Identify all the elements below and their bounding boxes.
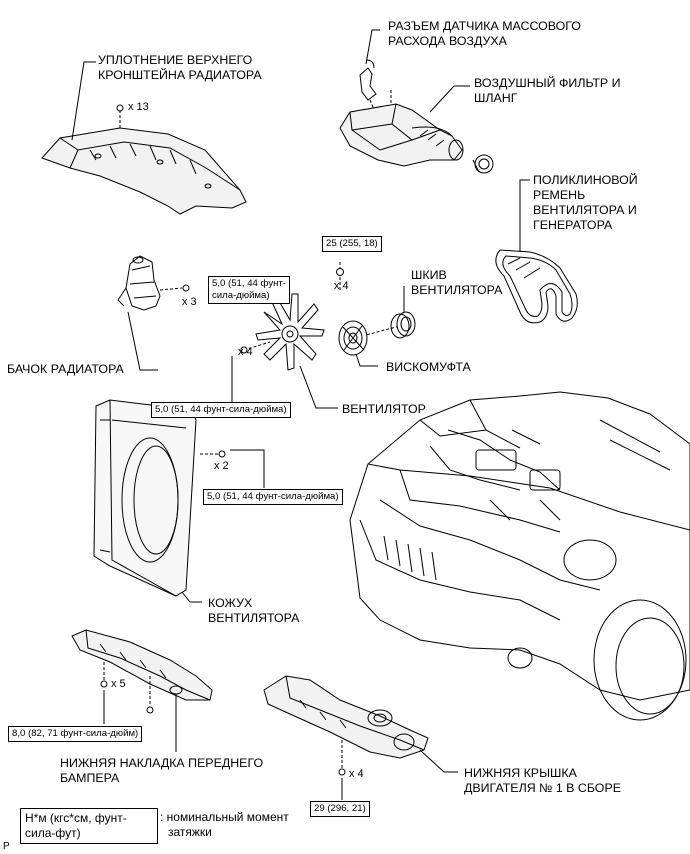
leader-air-filter	[429, 85, 470, 113]
label-line: ПОЛИКЛИНОВОЙ	[533, 173, 638, 187]
label-fluid-coupling: ВИСКОМУФТА	[386, 360, 471, 375]
label-fan-shroud: КОЖУХ ВЕНТИЛЯТОРА	[208, 596, 299, 626]
fan-pulley-part	[390, 311, 416, 339]
fan-shroud-part	[93, 399, 197, 597]
label-line: ВИСКОМУФТА	[386, 360, 471, 374]
legend-units-box: Н*м (кгс*см, фунт-сила-фут)	[20, 808, 158, 844]
qty-bumper-bolts: x 5	[111, 678, 126, 690]
torque-fan: 5,0 (51, 44 фунт-сила-дюйма)	[151, 402, 291, 418]
label-radiator-seal: УПЛОТНЕНИЕ ВЕРХНЕГО КРОНШТЕЙНА РАДИАТОРА	[98, 53, 262, 83]
label-line: УПЛОТНЕНИЕ ВЕРХНЕГО	[98, 53, 253, 67]
leader-engine-cover	[419, 749, 458, 773]
torque-shroud: 5,0 (51, 44 фунт-сила-дюйма)	[203, 489, 343, 505]
reservoir-bolt	[182, 284, 190, 292]
label-line: ШКИВ	[411, 268, 447, 282]
label-reservoir: БАЧОК РАДИАТОРА	[7, 362, 124, 377]
label-fan: ВЕНТИЛЯТОР	[342, 402, 426, 417]
label-line: РАЗЪЕМ ДАТЧИКА МАССОВОГО	[388, 19, 581, 33]
label-line: ВЕНТИЛЯТОР	[342, 402, 426, 416]
label-maf-connector: РАЗЪЕМ ДАТЧИКА МАССОВОГО РАСХОДА ВОЗДУХА	[388, 19, 581, 49]
leader-reservoir	[127, 311, 158, 371]
qty-pulley-nuts: x 4	[334, 280, 349, 292]
bumper-cover-part	[71, 629, 213, 701]
leader-maf	[365, 29, 380, 65]
radiator-support-seal	[41, 104, 247, 215]
leader-fan-shroud	[181, 591, 202, 603]
label-v-belt: ПОЛИКЛИНОВОЙ РЕМЕНЬ ВЕНТИЛЯТОРА И ГЕНЕРА…	[533, 173, 638, 233]
leader-v-belt	[519, 179, 530, 252]
label-line: НИЖНЯЯ НАКЛАДКА ПЕРЕДНЕГО	[60, 756, 264, 770]
corner-mark: P	[3, 841, 10, 852]
leader-fan	[299, 365, 338, 409]
qty-reservoir-bolts: x 3	[182, 296, 197, 308]
label-line: НИЖНЯЯ КРЫШКА	[464, 766, 577, 780]
legend-line: : номинальный момент	[160, 810, 289, 824]
engine-cover-bolt	[338, 768, 346, 776]
qty-engine-cover-bolts: x 4	[349, 768, 364, 780]
label-fan-pulley: ШКИВ ВЕНТИЛЯТОРА	[411, 268, 502, 298]
label-line: ВЕНТИЛЯТОРА	[208, 611, 300, 625]
bumper-bolt	[100, 680, 108, 688]
label-line: БАЧОК РАДИАТОРА	[7, 362, 124, 376]
label-line: РАСХОДА ВОЗДУХА	[388, 34, 507, 48]
legend-line-text: номинальный момент	[166, 810, 289, 824]
v-belt-part	[495, 249, 578, 324]
fluid-coupling-part	[338, 320, 368, 356]
vehicle-front	[349, 391, 690, 721]
label-line: ШЛАНГ	[474, 91, 518, 105]
label-line: БАМПЕРА	[60, 771, 120, 785]
bumper-clip	[146, 706, 154, 714]
label-line: ДВИГАТЕЛЯ № 1 В СБОРЕ	[464, 781, 621, 795]
shroud-bolt	[218, 450, 226, 458]
torque-line: сила-дюйма)	[212, 290, 270, 301]
fan-nut	[240, 346, 248, 354]
legend-line: затяжки	[168, 825, 212, 839]
label-engine-cover: НИЖНЯЯ КРЫШКА ДВИГАТЕЛЯ № 1 В СБОРЕ	[464, 766, 621, 796]
legend-meaning: : номинальный момент затяжки	[160, 810, 289, 840]
torque-pulley: 25 (255, 18)	[322, 236, 382, 252]
torque-reservoir: 5,0 (51, 44 фунт- сила-дюйма)	[208, 276, 291, 304]
torque-bumper: 8,0 (82, 71 фунт-сила-дюйм)	[8, 726, 143, 742]
leader-shroud-torque	[230, 449, 265, 488]
label-line: КРОНШТЕЙНА РАДИАТОРА	[98, 68, 262, 82]
label-line: ГЕНЕРАТОРА	[533, 218, 613, 232]
torque-line: 5,0 (51, 44 фунт-	[212, 278, 287, 289]
leader-radiator-seal	[71, 61, 96, 141]
pulley-nut	[336, 268, 344, 276]
radiator-reservoir-part	[117, 255, 161, 311]
label-air-filter: ВОЗДУШНЫЙ ФИЛЬТР И ШЛАНГ	[474, 76, 621, 106]
label-line: ВЕНТИЛЯТОРА	[411, 283, 503, 297]
maf-connector-part	[359, 59, 377, 115]
torque-engine-cover: 29 (296, 21)	[310, 801, 370, 817]
fan-part	[255, 293, 325, 371]
label-line: ВОЗДУШНЫЙ ФИЛЬТР И	[474, 76, 621, 90]
label-line: ВЕНТИЛЯТОРА И	[533, 203, 637, 217]
engine-cover-part	[263, 675, 429, 759]
label-line: КОЖУХ	[208, 596, 253, 610]
qty-shroud-bolts: x 2	[214, 460, 229, 472]
label-bumper-cover: НИЖНЯЯ НАКЛАДКА ПЕРЕДНЕГО БАМПЕРА	[60, 756, 263, 786]
leader-fluid-coupling	[355, 353, 378, 367]
label-line: РЕМЕНЬ	[533, 188, 586, 202]
air-filter-part	[339, 103, 494, 174]
qty-seal-bolts: x 13	[128, 101, 149, 113]
qty-fan-nuts: x 4	[238, 346, 253, 358]
